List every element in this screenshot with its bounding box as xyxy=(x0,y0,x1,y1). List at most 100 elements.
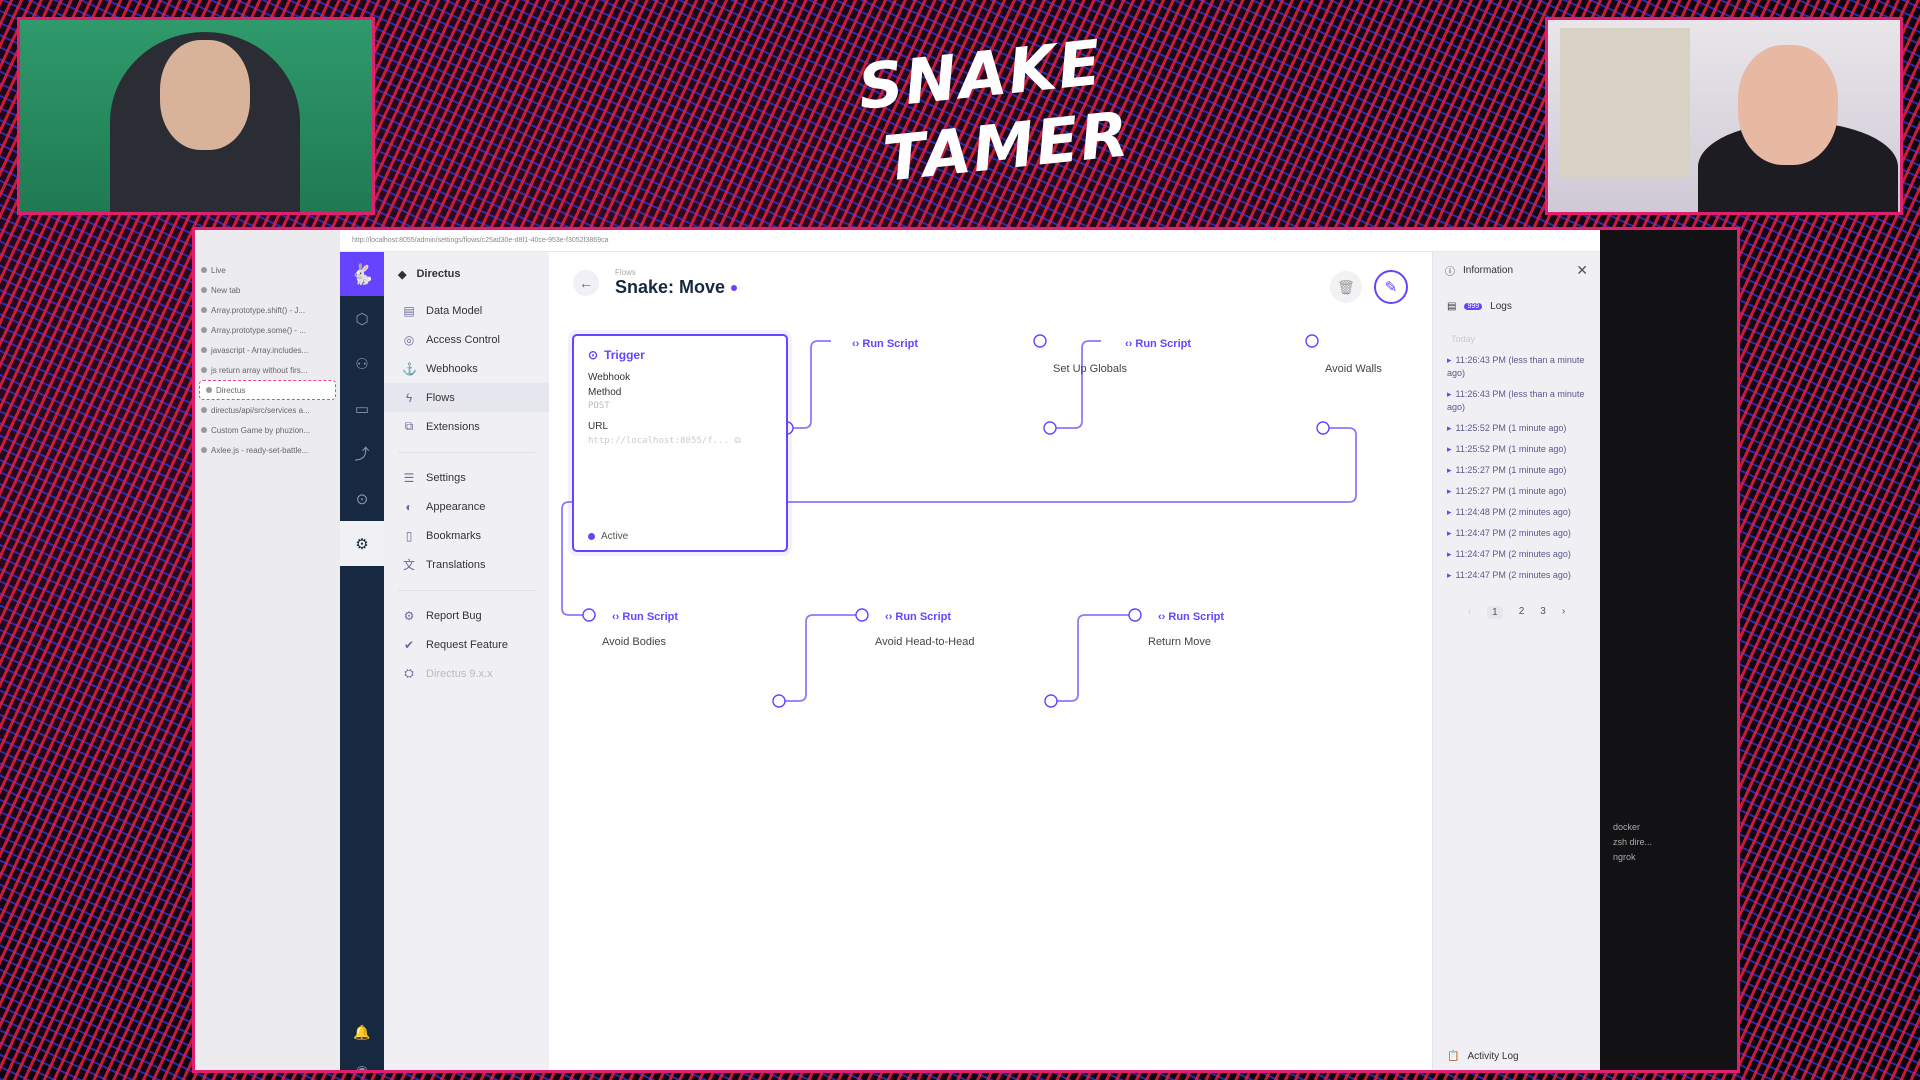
browser-tab[interactable]: Array.prototype.some() - ... xyxy=(195,320,340,340)
logs-count-badge: 999 xyxy=(1464,302,1483,310)
browser-tab[interactable]: js return array without firs... xyxy=(195,360,340,380)
active-status-dot xyxy=(588,533,595,540)
nav-item-data-model[interactable]: ▤Data Model xyxy=(384,296,549,325)
terminal-tab[interactable]: docker xyxy=(1613,822,1641,832)
browser-tab[interactable]: Live xyxy=(195,260,340,280)
log-entry[interactable]: ▸11:24:47 PM (2 minutes ago) xyxy=(1433,523,1600,544)
settings-module-icon[interactable]: ⚙ xyxy=(340,521,384,566)
nav-item-icon: ⧉ xyxy=(404,419,414,433)
favicon-icon xyxy=(201,287,207,293)
nav-item-extensions[interactable]: ⧉Extensions xyxy=(384,412,549,441)
browser-tab-label: Directus xyxy=(216,385,246,395)
log-entry[interactable]: ▸11:25:27 PM (1 minute ago) xyxy=(1433,460,1600,481)
op3-resolve-handle xyxy=(772,694,786,708)
nav-item-access-control[interactable]: ◎Access Control xyxy=(384,325,549,354)
guest-head xyxy=(1738,45,1838,165)
files-module-icon[interactable]: ▭ xyxy=(354,400,370,418)
trigger-panel[interactable]: ⊙ Trigger Webhook Method POST URL http:/… xyxy=(572,334,788,552)
log-entry[interactable]: ▸11:24:47 PM (2 minutes ago) xyxy=(1433,544,1600,565)
browser-tab[interactable]: Array.prototype.shift() - J... xyxy=(195,300,340,320)
browser-tab[interactable]: directus/api/src/services a... xyxy=(195,400,340,420)
op3-header[interactable]: ‹› Run Script xyxy=(612,611,679,623)
browser-tab[interactable]: Custom Game by phuzion... xyxy=(195,420,340,440)
breadcrumb[interactable]: Flows xyxy=(615,268,636,277)
nav-item-label: Translations xyxy=(426,558,486,571)
op5-name[interactable]: Return Move xyxy=(1148,636,1211,648)
user-avatar-icon[interactable]: ◉ xyxy=(355,1062,369,1073)
favicon-icon xyxy=(201,307,207,313)
address-bar[interactable]: http://localhost:8055/admin/settings/flo… xyxy=(340,230,1600,252)
nav-item-report-bug[interactable]: ⚙Report Bug xyxy=(384,601,549,630)
back-button[interactable]: ← xyxy=(573,270,599,296)
log-entry[interactable]: ▸11:24:48 PM (2 minutes ago) xyxy=(1433,502,1600,523)
nav-item-settings[interactable]: ☰Settings xyxy=(384,463,549,492)
nav-item-webhooks[interactable]: ⚓Webhooks xyxy=(384,354,549,383)
browser-tab[interactable]: New tab xyxy=(195,280,340,300)
log-entry[interactable]: ▸11:26:43 PM (less than a minute ago) xyxy=(1433,384,1600,418)
code-icon: ‹› xyxy=(1158,611,1166,623)
docs-module-icon[interactable]: ⊙ xyxy=(355,490,369,508)
terminal-tab[interactable]: ngrok xyxy=(1613,852,1636,862)
insights-module-icon[interactable]: ⤴ xyxy=(354,446,370,463)
caret-right-icon: ▸ xyxy=(1447,444,1452,454)
log-entry[interactable]: ▸11:25:52 PM (1 minute ago) xyxy=(1433,439,1600,460)
project-header[interactable]: ◆ Directus xyxy=(398,268,461,281)
logs-section-header[interactable]: ▤ 999 Logs xyxy=(1447,300,1512,312)
log-entry-time: 11:26:43 PM (less than a minute ago) xyxy=(1447,355,1585,378)
op5-header[interactable]: ‹› Run Script xyxy=(1158,611,1225,623)
page-1-button[interactable]: 1 xyxy=(1487,606,1503,619)
close-icon[interactable]: ✕ xyxy=(1576,262,1588,278)
log-entry[interactable]: ▸11:24:47 PM (2 minutes ago) xyxy=(1433,565,1600,586)
browser-tab[interactable]: Directus xyxy=(199,380,336,400)
next-page-icon[interactable]: › xyxy=(1561,606,1566,617)
notifications-icon[interactable]: 🔔 xyxy=(353,1024,371,1040)
log-entry[interactable]: ▸11:25:52 PM (1 minute ago) xyxy=(1433,418,1600,439)
information-header[interactable]: ⓘ Information xyxy=(1445,264,1514,278)
copy-icon[interactable]: ⧉ xyxy=(734,436,741,446)
nav-item-directus-9-x-x[interactable]: ⛭Directus 9.x.x xyxy=(384,659,549,688)
op4-name[interactable]: Avoid Head-to-Head xyxy=(875,636,975,648)
delete-flow-button[interactable]: 🗑 xyxy=(1330,271,1362,303)
project-logo-icon: ◆ xyxy=(398,268,407,281)
activity-log-link[interactable]: 📋 Activity Log xyxy=(1447,1051,1519,1062)
log-entry-time: 11:24:47 PM (2 minutes ago) xyxy=(1455,549,1571,559)
log-entry[interactable]: ▸11:26:43 PM (less than a minute ago) xyxy=(1433,350,1600,384)
content-module-icon[interactable]: ⬡ xyxy=(355,310,369,328)
log-entry[interactable]: ▸11:25:27 PM (1 minute ago) xyxy=(1433,481,1600,502)
browser-tab[interactable]: javascript - Array.includes... xyxy=(195,340,340,360)
nav-item-label: Bookmarks xyxy=(426,529,482,542)
op2-name[interactable]: Avoid Walls xyxy=(1325,363,1382,375)
op3-name[interactable]: Avoid Bodies xyxy=(602,636,667,648)
op1-header[interactable]: ‹› Run Script xyxy=(852,338,919,350)
page-2-button[interactable]: 2 xyxy=(1518,606,1525,617)
edit-flow-button[interactable]: ✎ xyxy=(1374,270,1408,304)
nav-divider xyxy=(398,579,535,591)
op1-name[interactable]: Set Up Globals xyxy=(1053,363,1127,375)
prev-page-icon[interactable]: ‹ xyxy=(1467,606,1472,617)
terminal-tab[interactable]: zsh dire... xyxy=(1613,837,1653,847)
nav-item-bookmarks[interactable]: ▯Bookmarks xyxy=(384,521,549,550)
users-module-icon[interactable]: ⚇ xyxy=(355,355,369,373)
caret-right-icon: ▸ xyxy=(1447,528,1452,538)
arrow-left-icon: ← xyxy=(579,275,593,291)
page-title: Snake: Move xyxy=(615,277,738,298)
favicon-icon xyxy=(201,367,207,373)
directus-logo-icon[interactable]: 🐇 xyxy=(340,252,384,296)
favicon-icon xyxy=(206,387,212,393)
link-op3-to-op4 xyxy=(779,614,856,702)
page-3-button[interactable]: 3 xyxy=(1540,606,1546,617)
pencil-icon: ✎ xyxy=(1384,279,1398,296)
op4-header[interactable]: ‹› Run Script xyxy=(885,611,952,623)
nav-item-label: Data Model xyxy=(426,304,483,317)
op3-input-handle xyxy=(582,608,596,622)
nav-item-appearance[interactable]: ◐Appearance xyxy=(384,492,549,521)
browser-tab-label: Axlee.js - ready-set-battle... xyxy=(211,445,309,455)
nav-item-label: Settings xyxy=(426,471,466,484)
browser-tab-label: Array.prototype.some() - ... xyxy=(211,325,306,335)
browser-tab[interactable]: Axlee.js - ready-set-battle... xyxy=(195,440,340,460)
op2-header[interactable]: ‹› Run Script xyxy=(1125,338,1192,350)
nav-item-request-feature[interactable]: ✔Request Feature xyxy=(384,630,549,659)
